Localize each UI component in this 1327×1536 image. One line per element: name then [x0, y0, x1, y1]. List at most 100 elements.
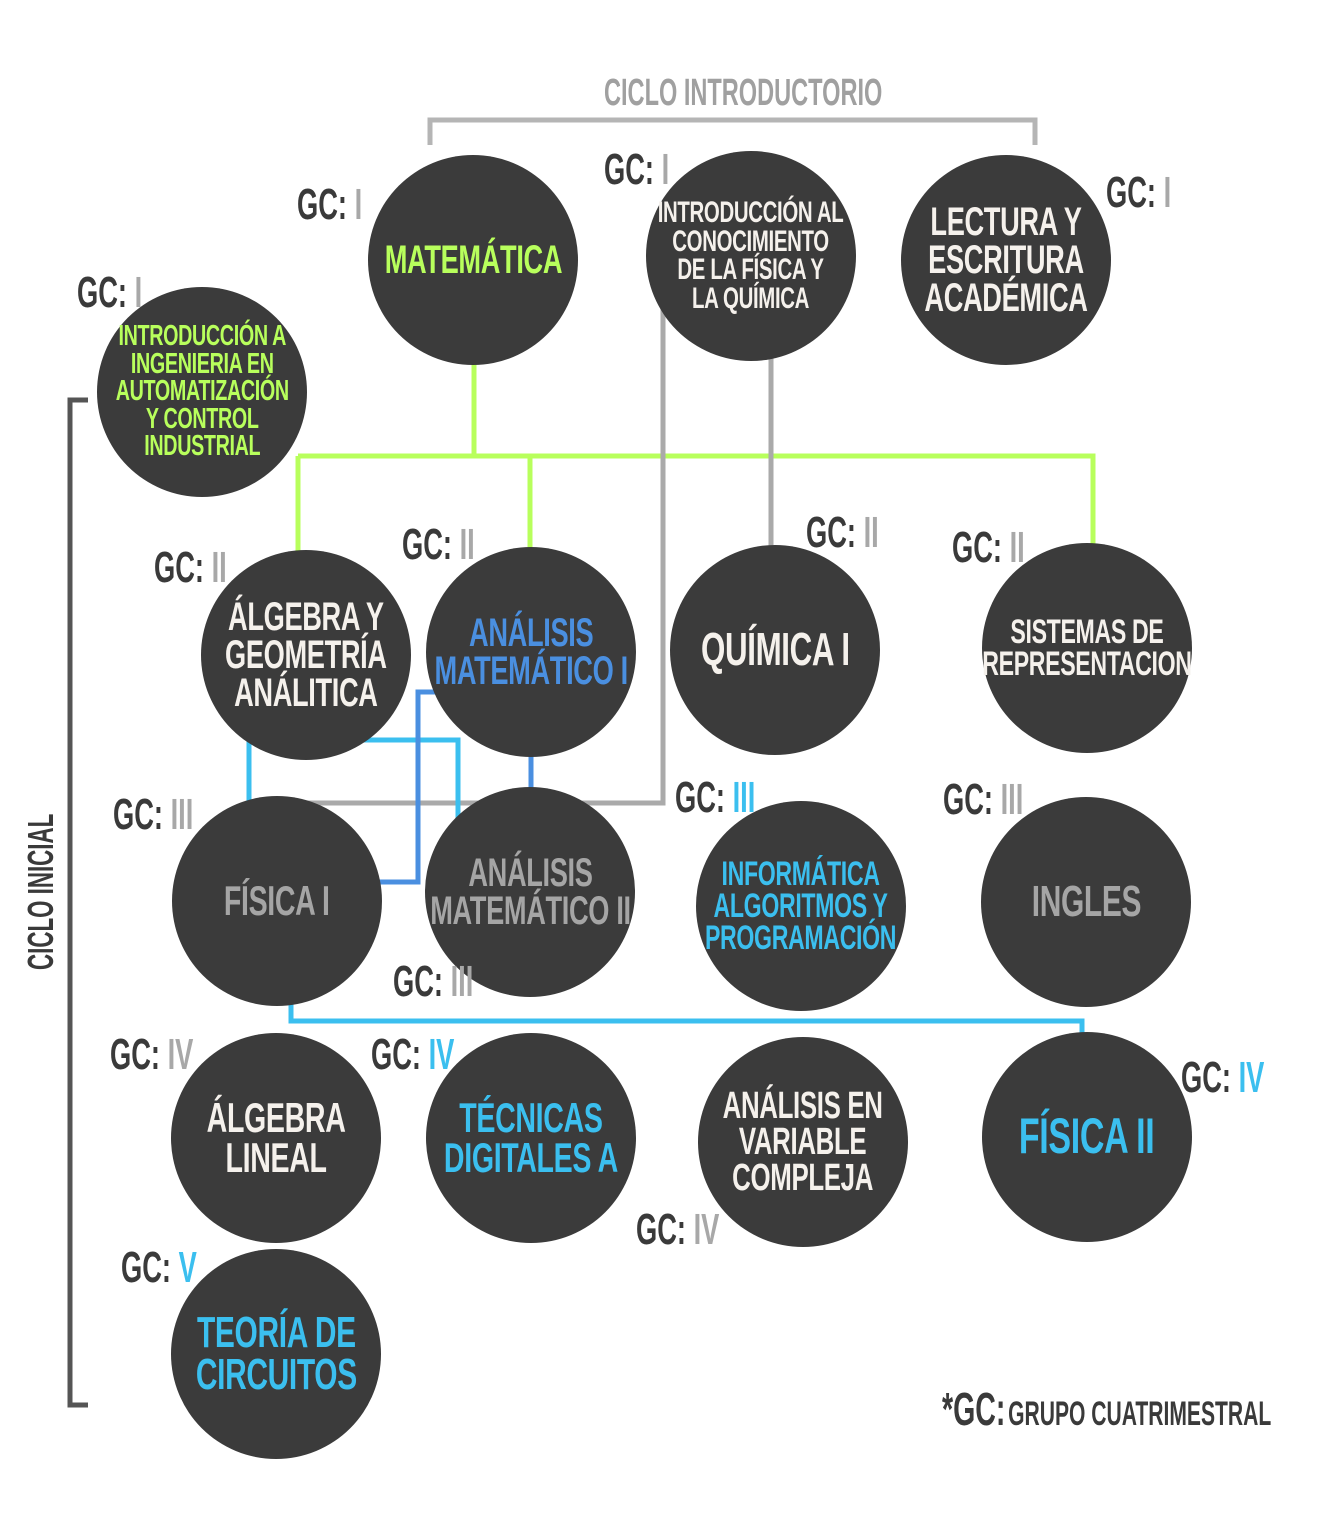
gc-group: III	[732, 773, 756, 822]
gc-prefix: GC:	[154, 543, 205, 592]
course-name-line: ACADÉMICA	[924, 276, 1088, 320]
course-name-line: GEOMETRÍA	[225, 633, 387, 677]
gc-label: GC: II	[952, 523, 1025, 573]
footnote: *GC: GRUPO CUATRIMESTRAL	[942, 1382, 1271, 1436]
course-name-line: LINEAL	[225, 1134, 327, 1181]
gc-prefix: GC:	[77, 268, 128, 317]
gc-prefix: GC:	[1181, 1053, 1232, 1102]
gc-label: GC: II	[402, 520, 475, 570]
course-node[interactable]: INGLES	[981, 797, 1191, 1007]
gc-prefix: GC:	[110, 1030, 161, 1079]
gc-label: GC: II	[806, 508, 879, 558]
course-name-line: ANÁLITICA	[234, 671, 378, 715]
gc-label: GC: IV	[1181, 1053, 1264, 1103]
course-name-line: CIRCUITOS	[195, 1350, 357, 1399]
course-name-line: TEORÍA DE	[196, 1308, 356, 1358]
gc-label: GC: III	[675, 773, 755, 823]
course-node[interactable]: QUÍMICA I	[670, 545, 880, 755]
gc-label: GC: IV	[110, 1030, 193, 1080]
gc-prefix: GC:	[806, 508, 857, 557]
course-name-line: ÁLGEBRA Y	[228, 595, 384, 639]
course-name-line: QUÍMICA I	[700, 623, 850, 676]
course-name: INGLES	[1031, 877, 1141, 927]
course-name-line: AUTOMATIZACIÓN	[115, 375, 289, 408]
gc-label: GC: IV	[636, 1205, 719, 1255]
course-name-line: PROGRAMACIÓN	[705, 919, 897, 958]
gc-prefix: GC:	[943, 775, 994, 824]
course-name-line: MATEMÁTICO I	[434, 649, 628, 693]
course-name-line: MATEMÁTICO II	[429, 889, 631, 933]
gc-prefix: GC:	[393, 957, 444, 1006]
course-name: QUÍMICA I	[700, 623, 850, 676]
course-name-line: ANÁLISIS	[467, 851, 593, 895]
course-node[interactable]: FÍSICA II	[982, 1032, 1192, 1242]
course-name-line: REPRESENTACION	[982, 645, 1192, 683]
gc-group: III	[1000, 775, 1024, 824]
gc-label: GC: III	[113, 790, 193, 840]
gc-prefix: GC:	[371, 1030, 422, 1079]
gc-prefix: GC:	[113, 790, 164, 839]
course-name-line: ÁLGEBRA	[206, 1094, 346, 1142]
course-name-line: LA QUÍMICA	[692, 281, 810, 315]
gc-prefix: GC:	[1106, 168, 1157, 217]
gc-group: I	[354, 180, 363, 229]
course-name-line: MATEMÁTICA	[384, 238, 562, 282]
gc-group: II	[863, 508, 879, 557]
course-name-line: DE LA FÍSICA Y	[677, 253, 825, 286]
course-name-line: TÉCNICAS	[459, 1094, 603, 1142]
header-initial: CICLO INICIAL	[20, 813, 61, 970]
gc-label: GC: II	[154, 543, 227, 593]
course-name-line: SISTEMAS DE	[1010, 612, 1164, 651]
intro-bracket	[427, 117, 1038, 145]
gc-group: I	[661, 145, 670, 194]
course-node[interactable]: MATEMÁTICA	[368, 155, 578, 365]
course-name: MATEMÁTICA	[384, 238, 562, 282]
gc-prefix: GC:	[297, 180, 348, 229]
course-node[interactable]: FÍSICA I	[172, 796, 382, 1006]
course-name-line: INGLES	[1031, 877, 1141, 927]
gc-label: GC: III	[393, 957, 473, 1007]
gc-group: II	[211, 543, 227, 592]
gc-label: GC: I	[77, 268, 142, 318]
course-name-line: CONOCIMIENTO	[672, 224, 830, 258]
course-name-line: INGENIERIA EN	[130, 347, 274, 380]
course-name-line: DIGITALES A	[444, 1134, 618, 1181]
course-name-line: INDUSTRIAL	[144, 430, 261, 463]
gc-label: GC: I	[604, 145, 669, 195]
gc-prefix: GC:	[952, 523, 1003, 572]
course-name-line: FÍSICA I	[224, 877, 330, 925]
course-name-line: INTRODUCCIÓN A	[118, 320, 286, 353]
gc-group: IV	[428, 1030, 455, 1079]
gc-group: IV	[167, 1030, 194, 1079]
arrow-to-sistemas	[474, 453, 1108, 589]
course-name: FÍSICA I	[224, 877, 330, 925]
course-name-line: VARIABLE	[739, 1120, 867, 1163]
gc-label: GC: I	[1106, 168, 1171, 218]
gc-group: II	[1009, 523, 1025, 572]
course-name-line: INFORMÁTICA	[721, 854, 881, 893]
gc-group: III	[450, 957, 474, 1006]
gc-group: I	[134, 268, 143, 317]
